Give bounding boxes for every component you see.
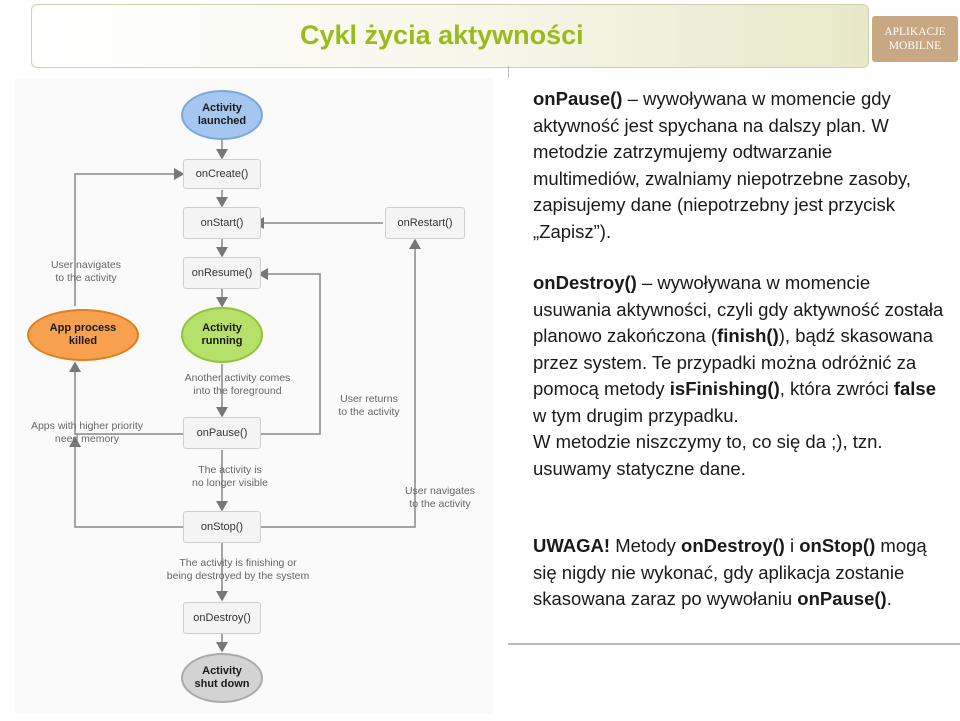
- on-pause-box: onPause(): [183, 417, 261, 449]
- state-label: running: [201, 335, 243, 347]
- paragraph-text: , która zwróci: [779, 378, 894, 399]
- state-label: App process: [49, 322, 117, 334]
- note-line: to the activity: [409, 498, 471, 510]
- badge-line-2: MOBILNE: [888, 40, 942, 52]
- paragraph-text: w tym drugim przypadku.: [533, 404, 739, 426]
- warning-label: UWAGA!: [533, 535, 611, 556]
- method-name: onPause(): [797, 588, 887, 609]
- divider-vertical: [508, 66, 509, 78]
- paragraph-text: Metody: [610, 535, 682, 556]
- on-resume-box: onResume(): [183, 257, 261, 289]
- diagram-arrows: [69, 138, 421, 653]
- note-line: into the foreground: [193, 385, 282, 397]
- paragraph-text: – wywoływana w momencie usuwania aktywno…: [533, 272, 944, 346]
- state-label: launched: [197, 115, 247, 127]
- note-line: The activity is finishing or: [179, 557, 297, 569]
- method-name: onDestroy(): [533, 272, 637, 293]
- state-label: Activity: [202, 102, 242, 114]
- note-line: The activity is: [198, 464, 262, 476]
- note-line: to the activity: [55, 272, 117, 284]
- on-create-box: onCreate(): [183, 159, 261, 189]
- method-name: onStop(): [799, 535, 876, 556]
- page-title: Cykl życia aktywności: [300, 20, 584, 50]
- method-name: onPause(): [533, 88, 623, 109]
- state-label: shut down: [194, 678, 250, 690]
- note-line: need memory: [54, 433, 120, 445]
- paragraph-text: mogą się nigdy nie wykonać, gdy aplikacj…: [533, 535, 927, 609]
- state-label: killed: [68, 335, 98, 347]
- on-stop-box: onStop(): [183, 511, 261, 543]
- title-bar: [31, 4, 869, 68]
- note-line: Apps with higher priority: [30, 420, 144, 432]
- paragraph-text: .: [886, 588, 892, 609]
- divider-horizontal: [508, 643, 960, 645]
- paragraph-text: i: [784, 535, 800, 556]
- paragraph-text: – wywoływana w momencie gdy aktywność je…: [533, 88, 912, 242]
- keyword: false: [893, 378, 937, 399]
- note-line: User returns: [340, 393, 398, 405]
- state-label: Activity: [202, 322, 242, 334]
- paragraph-ondestroy: onDestroy() – wywoływana w momencie usuw…: [533, 270, 953, 482]
- badge-line-1: APLIKACJE: [884, 26, 946, 38]
- paragraph-uwaga: UWAGA! Metody onDestroy() i onStop() mog…: [533, 533, 955, 613]
- paragraph-text: W metodzie niszczymy to, co się da ;), t…: [533, 431, 883, 479]
- method-name: isFinishing(): [669, 378, 780, 399]
- on-destroy-box: onDestroy(): [183, 602, 261, 634]
- paragraph-onpause: onPause() – wywoływana w momencie gdy ak…: [533, 86, 943, 245]
- note-line: no longer visible: [192, 477, 268, 489]
- note-line: User navigates: [404, 485, 476, 497]
- note-line: to the activity: [338, 406, 400, 418]
- note-line: User navigates: [50, 259, 122, 271]
- paragraph-text: ), bądź skasowana przez system. Te przyp…: [533, 325, 934, 399]
- state-label: Activity: [202, 665, 242, 677]
- method-name: onDestroy(): [681, 535, 785, 556]
- on-restart-box: onRestart(): [385, 207, 465, 239]
- note-line: Another activity comes: [184, 372, 291, 384]
- method-name: finish(): [717, 325, 779, 346]
- on-start-box: onStart(): [183, 207, 261, 239]
- note-line: being destroyed by the system: [166, 570, 310, 582]
- course-badge: APLIKACJE MOBILNE: [872, 16, 958, 62]
